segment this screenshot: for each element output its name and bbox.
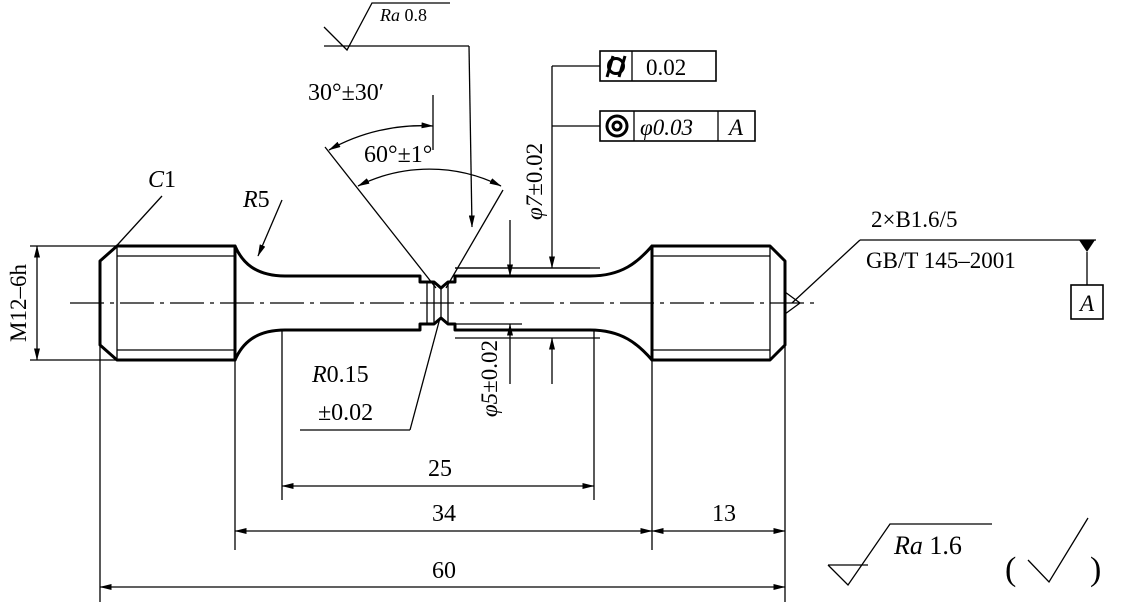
fillet-r5-label: R5	[242, 187, 270, 213]
notch-angle-dimensions: 30°±30′ 60°±1°	[308, 80, 504, 289]
dimension-25: 25	[281, 456, 595, 489]
dimension-13: 13	[651, 501, 786, 534]
dimension-60: 60	[99, 558, 786, 590]
concentricity-datum: A	[727, 115, 744, 140]
concentricity-frame: φ0.03 A	[552, 110, 756, 142]
chamfer-note: C1	[109, 167, 176, 254]
dim-60-text: 60	[432, 558, 456, 584]
notch-radius-line-2: ±0.02	[318, 400, 373, 426]
cylindricity-value: 0.02	[646, 55, 686, 80]
roughness-paren-open: (	[1005, 551, 1016, 588]
dia7-dimension: φ7±0.02	[522, 66, 555, 384]
datum-triangle-icon	[1079, 240, 1095, 252]
dim-25-text: 25	[428, 456, 452, 482]
concentricity-icon	[605, 114, 629, 138]
thread-dimension: M12–6h	[6, 245, 40, 361]
datum-letter: A	[1078, 291, 1095, 316]
extension-lines	[30, 245, 786, 602]
roughness-paren-close: )	[1090, 551, 1101, 588]
roughness-top-text: Ra 0.8	[379, 5, 427, 25]
roughness-top: Ra 0.8	[323, 2, 475, 228]
roughness-general: Ra 1.6 ( )	[827, 517, 1101, 588]
cylindricity-icon	[605, 55, 627, 78]
center-hole-line-1: 2×B1.6/5	[871, 207, 957, 232]
basic-roughness-icon	[1027, 517, 1089, 584]
dia7-label: φ7±0.02	[522, 143, 547, 220]
thread-label: M12–6h	[6, 264, 31, 342]
dim-13-text: 13	[712, 501, 736, 527]
dimension-34: 34	[234, 501, 653, 534]
included-angle-label: 60°±1°	[364, 142, 432, 168]
notch-radius-note: R0.15 ±0.02	[300, 317, 441, 431]
roughness-general-text: Ra 1.6	[893, 531, 962, 560]
fillet-r5-note: R5	[242, 187, 283, 257]
concentricity-value: φ0.03	[640, 115, 693, 140]
center-hole-line-2: GB/T 145–2001	[866, 248, 1016, 273]
dia5-label: φ5±0.02	[477, 340, 502, 417]
dia5-dimension: φ5±0.02	[477, 220, 513, 417]
notch-radius-line-1: R0.15	[311, 362, 369, 388]
center-hole-note: 2×B1.6/5 GB/T 145–2001 A	[791, 207, 1104, 320]
notch-angle-tol-label: 30°±30′	[308, 80, 384, 106]
cylindricity-frame: 0.02	[552, 50, 717, 82]
dim-34-text: 34	[432, 501, 456, 527]
chamfer-label: C1	[148, 167, 176, 193]
